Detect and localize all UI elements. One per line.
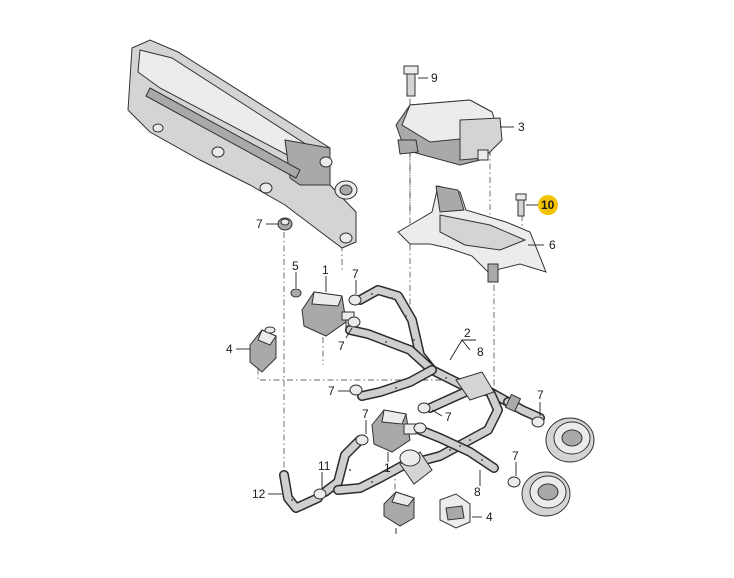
bracket-part-4-upper	[249, 326, 277, 373]
callout-11: 12	[252, 487, 266, 501]
intake-manifold	[127, 39, 358, 249]
callout-10: 10	[538, 195, 558, 215]
callout-7-right-lower: 7	[512, 449, 519, 463]
solenoid-valve-part-1-lower	[371, 409, 417, 453]
bolt-part-10	[515, 193, 527, 217]
hose-clamps-part-7	[313, 294, 545, 500]
callout-9: 9	[431, 71, 438, 85]
hose-texture	[291, 293, 483, 501]
callout-1-lower: 1	[384, 461, 391, 475]
callout-7-upper-right: 7	[352, 267, 359, 281]
round-connector-lower	[521, 471, 571, 517]
callout-1-upper: 1	[322, 263, 329, 277]
callout-4-upper: 4	[226, 342, 233, 356]
callout-7-manifold: 7	[256, 217, 263, 231]
filter-part	[399, 449, 433, 485]
solenoid-valve-part-1-upper	[301, 291, 355, 337]
callout-7-left-clamp: 7	[328, 384, 335, 398]
callout-7-center: 7	[445, 410, 452, 424]
callout-8-upper: 8	[477, 345, 484, 359]
callout-3: 3	[518, 120, 525, 134]
hose-assembly	[279, 285, 545, 513]
callout-6: 6	[549, 238, 556, 252]
clip-part-7-manifold	[277, 217, 293, 231]
bolt-part-9	[403, 65, 419, 97]
control-unit-part-3	[395, 99, 503, 166]
callout-10-text: 10	[541, 198, 555, 212]
callout-7-mid: 7	[362, 407, 369, 421]
callout-10-highlight	[538, 195, 558, 215]
callout-8-lower: 4	[486, 510, 493, 524]
bracket-part-6	[397, 185, 547, 283]
clip-part-8	[439, 493, 471, 529]
callout-12: 8	[474, 485, 481, 499]
callout-2: 2	[464, 326, 471, 340]
bolt-part-5	[290, 288, 302, 298]
callout-labels: 9 3 10 6 7 5 1 7 4 7 2 8 7 7 7 7 7 1 11 …	[226, 71, 558, 524]
leader-lines	[236, 77, 544, 534]
round-connector-upper	[545, 417, 595, 463]
callout-7-lower-left: 11	[318, 459, 331, 473]
bracket-part-4-lower	[383, 491, 415, 527]
callout-5: 5	[292, 259, 299, 273]
callout-7-right-upper: 7	[537, 388, 544, 402]
callout-7-under-valve: 7	[338, 339, 345, 353]
